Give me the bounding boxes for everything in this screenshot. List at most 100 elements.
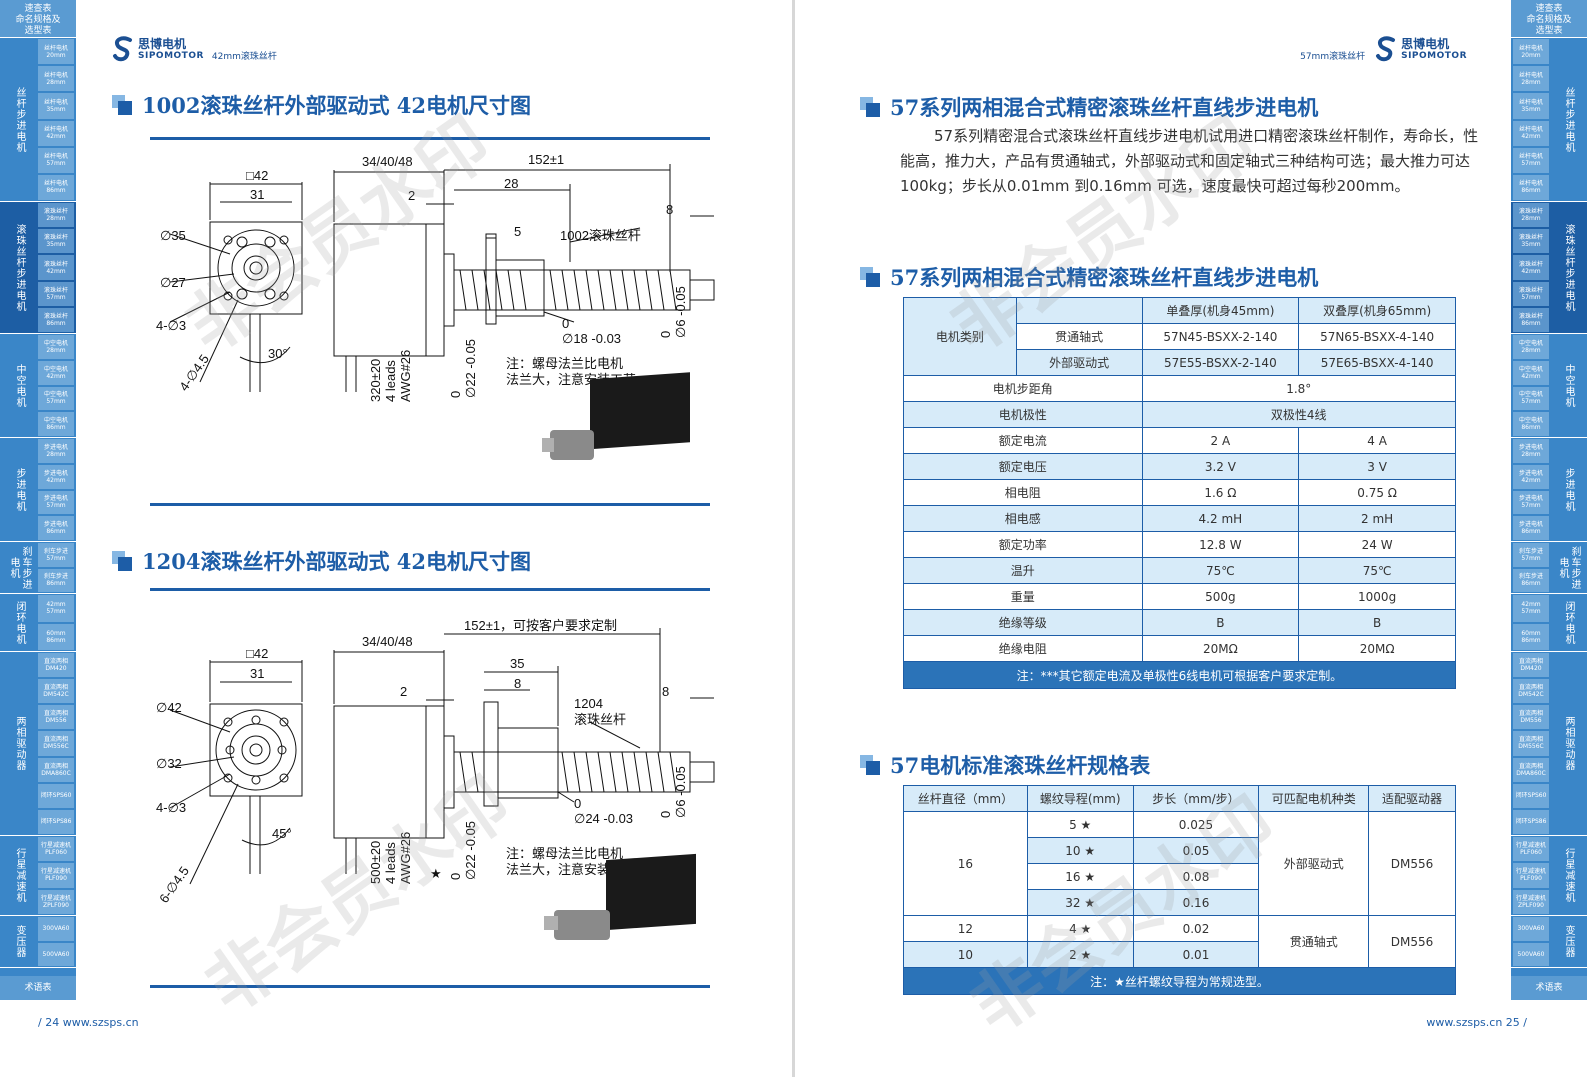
nav-sub-item[interactable]: 直流两相DM556 [1513, 705, 1549, 730]
nav-sub-item[interactable]: 300VA60 [38, 917, 74, 941]
nav-sub-item[interactable]: 行星减速机PLF090 [1513, 863, 1549, 888]
nav-glossary[interactable]: 术语表 [0, 976, 76, 1000]
nav-sub-item[interactable]: 中空电机86mm [38, 412, 74, 436]
nav-quick-reference[interactable]: 速查表 命名规格及 选型表 [0, 0, 76, 38]
nav-sub-item[interactable]: 滚珠丝杆35mm [1513, 229, 1549, 254]
nav-sub-item[interactable]: 中空电机57mm [1513, 386, 1549, 411]
dim-8: 8 [662, 684, 669, 699]
nav-sub-item[interactable]: 闭环SPS60 [38, 783, 74, 808]
nav-sub-item[interactable]: 闭环SPS86 [1513, 809, 1549, 834]
nav-sub-item[interactable]: 丝杆电机20mm [38, 39, 74, 65]
nav-sub-item[interactable]: 直流两相DMA860C [1513, 757, 1549, 782]
nav-sub-item[interactable]: 滚珠丝杆28mm [1513, 203, 1549, 228]
nav-sub-item[interactable]: 中空电机86mm [1513, 412, 1549, 436]
nav-sub-item[interactable]: 闭环SPS86 [38, 809, 74, 834]
nav-sub-item[interactable]: 刹车步进86mm [38, 568, 74, 592]
nav-sub-item[interactable]: 丝杆电机28mm [38, 66, 74, 92]
nav-sub-item[interactable]: 行星减速机ZPLF090 [1513, 889, 1549, 914]
nav-sub-item[interactable]: 滚珠丝杆86mm [38, 307, 74, 333]
nav-sub-item[interactable]: 滚珠丝杆42mm [1513, 255, 1549, 280]
nav-sub-item[interactable]: 步进电机28mm [1513, 439, 1549, 463]
nav-sub-item[interactable]: 300VA60 [1513, 917, 1549, 941]
nav-group-label: 两相驱动器 [14, 716, 25, 771]
nav-sub-item[interactable]: 500VA60 [38, 942, 74, 966]
nav-sub-item[interactable]: 丝杆电机35mm [1513, 93, 1549, 119]
nav-sub-item[interactable]: 刹车步进86mm [1513, 568, 1549, 592]
nav-sub-item[interactable]: 步进电机86mm [1513, 516, 1549, 540]
nav-sub-item[interactable]: 滚珠丝杆28mm [38, 203, 74, 228]
nav-sub-item[interactable]: 60mm 86mm [1513, 623, 1549, 650]
nav-sub-item[interactable]: 滚珠丝杆35mm [38, 229, 74, 254]
dim-shaft: 0∅6 -0.05 [658, 766, 688, 818]
nav-sub-item[interactable]: 直流两相DM556 [38, 705, 74, 730]
dim-leads: 500±204 leadsAWG#26 [368, 832, 413, 884]
nav-sub-item[interactable]: 步进电机57mm [1513, 490, 1549, 515]
nav-sub-item[interactable]: 中空电机28mm [1513, 335, 1549, 359]
nav-sub-item[interactable]: 丝杆电机57mm [38, 147, 74, 173]
nav-sub-item[interactable]: 行星减速机PLF060 [1513, 837, 1549, 862]
nav-sub-item[interactable]: 滚珠丝杆42mm [38, 255, 74, 280]
nav-sub-item[interactable]: 丝杆电机86mm [1513, 174, 1549, 201]
nav-sub-item[interactable]: 闭环SPS60 [1513, 783, 1549, 808]
nav-sub-item[interactable]: 60mm 86mm [38, 623, 74, 650]
nav-sub-item[interactable]: 丝杆电机86mm [38, 174, 74, 201]
dim-2: 2 [408, 188, 415, 203]
nav-sub-item[interactable]: 丝杆电机20mm [1513, 39, 1549, 65]
nav-sub-item[interactable]: 直流两相DM542C [1513, 679, 1549, 704]
nav-sub-item[interactable]: 中空电机42mm [1513, 360, 1549, 385]
nav-sub-item[interactable]: 丝杆电机35mm [38, 93, 74, 119]
nav-sub-item[interactable]: 行星减速机PLF090 [38, 863, 74, 888]
nav-sub-item[interactable]: 直流两相DM556C [1513, 731, 1549, 756]
nav-sub-item[interactable]: 42mm 57mm [1513, 595, 1549, 622]
nav-sub-item[interactable]: 42mm 57mm [38, 595, 74, 622]
nav-sub-item[interactable]: 中空电机57mm [38, 386, 74, 411]
nav-sub-item[interactable]: 丝杆电机57mm [1513, 147, 1549, 173]
nav-sub-item[interactable]: 步进电机86mm [38, 516, 74, 540]
col-double: 双叠厚(机身65mm) [1298, 297, 1456, 324]
nav-sub-item[interactable]: 丝杆电机42mm [1513, 120, 1549, 146]
nav-sub-item[interactable]: 刹车步进57mm [1513, 543, 1549, 567]
nav-glossary[interactable]: 术语表 [1511, 976, 1587, 1000]
nav-sub-item[interactable]: 步进电机42mm [38, 464, 74, 489]
nav-sub-item[interactable]: 中空电机42mm [38, 360, 74, 385]
nav-sub-item[interactable]: 直流两相DM420 [1513, 653, 1549, 678]
nav-sub-item[interactable]: 直流两相DM556C [38, 731, 74, 756]
nav-sub-item[interactable]: 丝杆电机28mm [1513, 66, 1549, 92]
nav-sub-item[interactable]: 丝杆电机42mm [38, 120, 74, 146]
nav-sub-item[interactable]: 直流两相DM420 [38, 653, 74, 678]
nav-sub-item[interactable]: 步进电机28mm [38, 439, 74, 463]
nav-sub-item[interactable]: 行星减速机PLF060 [38, 837, 74, 862]
left-footer: / 24 www.szsps.cn [38, 1016, 139, 1029]
nav-sub-item[interactable]: 滚珠丝杆86mm [1513, 307, 1549, 333]
nav-sub-item[interactable]: 滚珠丝杆57mm [38, 281, 74, 306]
nav-sub-item[interactable]: 直流两相DM542C [38, 679, 74, 704]
nav-sub-item[interactable]: 500VA60 [1513, 942, 1549, 966]
nav-sub-item[interactable]: 直流两相DMA860C [38, 757, 74, 782]
nav-sub-item[interactable]: 刹车步进57mm [38, 543, 74, 567]
nav-sub-item[interactable]: 行星减速机ZPLF090 [38, 889, 74, 914]
nav-group-label: 两相驱动器 [1563, 716, 1574, 771]
nav-sub-item[interactable]: 中空电机28mm [38, 335, 74, 359]
nav-sub-item[interactable]: 步进电机42mm [1513, 464, 1549, 489]
nav-quick-reference[interactable]: 速查表 命名规格及 选型表 [1511, 0, 1587, 38]
nav-sub-item[interactable]: 滚珠丝杆57mm [1513, 281, 1549, 306]
nav-sub-item[interactable]: 步进电机57mm [38, 490, 74, 515]
